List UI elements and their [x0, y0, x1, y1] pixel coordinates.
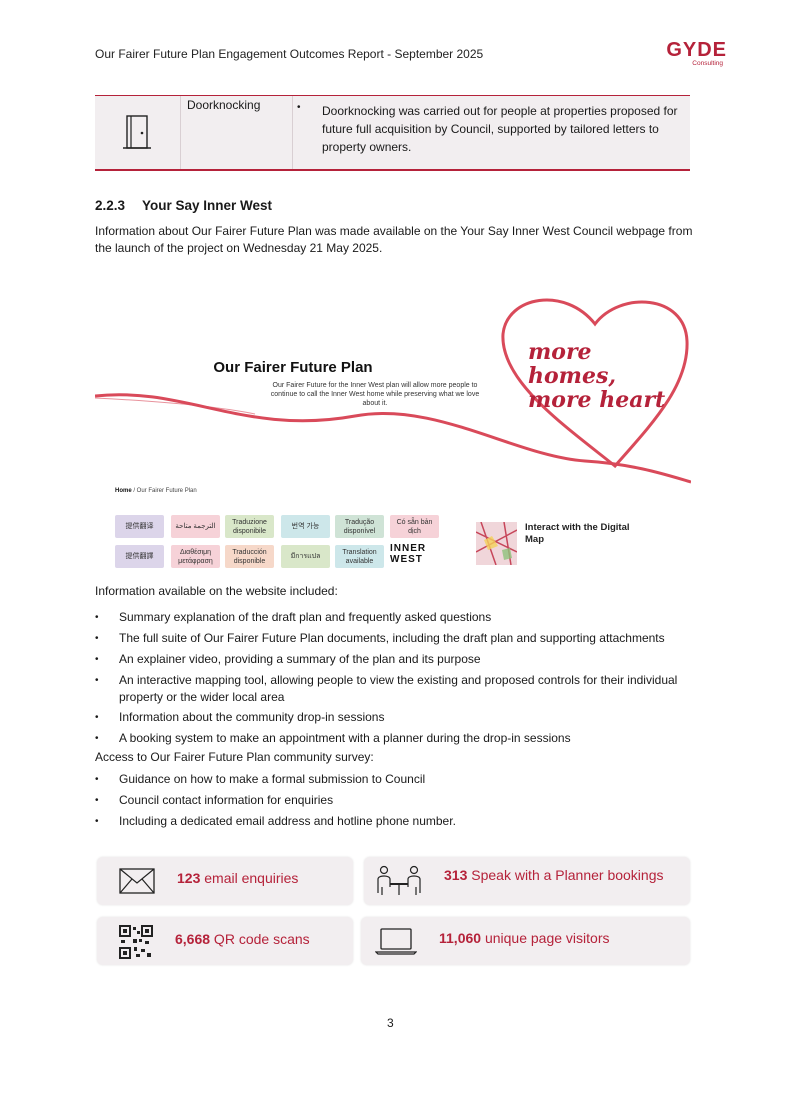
stat-page-visitors: 11,060 unique page visitors	[361, 917, 690, 965]
translation-tile[interactable]: มีการแปล	[281, 545, 330, 568]
website-title: Our Fairer Future Plan	[213, 359, 373, 376]
list-item-text: An interactive mapping tool, allowing pe…	[119, 673, 678, 704]
stat-text: email enquiries	[200, 870, 299, 886]
list-item-text: A booking system to make an appointment …	[119, 731, 571, 745]
doorknocking-name-cell: Doorknocking	[181, 96, 293, 169]
breadcrumb: Home / Our Fairer Future Plan	[115, 488, 197, 494]
translation-tile[interactable]: Διαθέσιμη μετάφραση	[171, 545, 220, 568]
digital-map-link[interactable]: Interact with the Digital Map	[525, 522, 630, 545]
report-title: Our Fairer Future Plan Engagement Outcom…	[95, 47, 484, 61]
bullet: •	[297, 102, 301, 113]
stat-qr-scans: 6,668 QR code scans	[97, 917, 353, 965]
inner-west-line-1: INNER	[390, 543, 427, 554]
website-subtitle: Our Fairer Future for the Inner West pla…	[270, 382, 480, 407]
list-item-text: Including a dedicated email address and …	[119, 814, 456, 828]
stat-value: 6,668	[175, 931, 211, 947]
stat-planner-bookings: 313 Speak with a Planner bookings	[364, 857, 690, 905]
doorknocking-label: Doorknocking	[187, 98, 261, 112]
stat-text: unique page visitors	[481, 930, 610, 946]
bullet: •	[95, 712, 99, 723]
slogan-line-1: more homes,	[528, 339, 616, 389]
stat-value: 11,060	[439, 930, 482, 946]
translation-tile[interactable]: Traducción disponible	[225, 545, 274, 568]
stat-label: 11,060 unique page visitors	[439, 930, 609, 946]
section-intro: Information about Our Fairer Future Plan…	[95, 224, 693, 255]
page-number: 3	[387, 1016, 394, 1030]
bullet: •	[95, 733, 99, 744]
stat-label: 313 Speak with a Planner bookings	[444, 867, 663, 883]
list-item-text: Information about the community drop-in …	[119, 710, 385, 724]
stat-text: QR code scans	[210, 931, 310, 947]
bullet: •	[95, 675, 99, 686]
inner-west-logo: INNER WEST	[390, 543, 440, 565]
translation-tile[interactable]: Có sẵn bản dịch	[390, 515, 439, 538]
breadcrumb-current: / Our Fairer Future Plan	[133, 488, 197, 494]
translation-tile[interactable]: 번역 가능	[281, 515, 330, 538]
stat-label: 6,668 QR code scans	[175, 931, 310, 947]
stat-value: 313	[444, 867, 468, 883]
breadcrumb-home[interactable]: Home	[115, 488, 132, 494]
bullet: •	[95, 612, 99, 623]
website-screenshot: Our Fairer Future Plan Our Fairer Future…	[95, 286, 691, 572]
info-lead: Information available on the website inc…	[95, 584, 338, 598]
section-number: 2.2.3	[95, 198, 126, 213]
doorknocking-table-row: Doorknocking • Doorknocking was carried …	[95, 95, 690, 171]
bullet: •	[95, 774, 99, 785]
laptop-icon	[375, 928, 417, 955]
red-thread-graphic	[95, 298, 691, 484]
survey-access-line: Access to Our Fairer Future Plan communi…	[95, 750, 374, 764]
bullet: •	[95, 816, 99, 827]
gyde-logo: GYDE Consulting	[637, 40, 727, 68]
heart-slogan: more homes, more heart	[528, 340, 668, 412]
translation-tile[interactable]: 提供翻译	[115, 515, 164, 538]
list-item-text: Council contact information for enquirie…	[119, 793, 334, 807]
inner-west-line-2: WEST	[390, 554, 423, 565]
bullet: •	[95, 795, 99, 806]
map-icon	[476, 522, 517, 565]
envelope-icon	[119, 868, 155, 894]
translation-tile[interactable]: 提供翻譯	[115, 545, 164, 568]
translation-tile[interactable]: Tradução disponível	[335, 515, 384, 538]
section-title: Your Say Inner West	[142, 198, 273, 213]
section-heading: 2.2.3 Your Say Inner West	[95, 198, 272, 213]
list-item-text: Summary explanation of the draft plan an…	[119, 610, 492, 624]
stat-email-enquiries: 123 email enquiries	[97, 857, 353, 905]
doorknocking-icon-cell	[95, 96, 181, 169]
door-icon	[123, 115, 151, 149]
list-item-text: Guidance on how to make a formal submiss…	[119, 772, 426, 786]
bullet: •	[95, 654, 99, 665]
list-item-text: The full suite of Our Fairer Future Plan…	[119, 631, 665, 645]
digital-map-thumbnail[interactable]	[476, 522, 517, 565]
logo-wordmark: GYDE	[666, 39, 727, 61]
logo-subtitle: Consulting	[692, 60, 723, 67]
stat-label: 123 email enquiries	[177, 870, 298, 886]
translation-tile[interactable]: Traduzione disponibile	[225, 515, 274, 538]
doorknocking-description: Doorknocking was carried out for people …	[322, 104, 678, 154]
bullet: •	[95, 633, 99, 644]
slogan-line-2: more heart	[528, 387, 666, 413]
meeting-icon	[377, 865, 421, 895]
translation-tile[interactable]: Translation available	[335, 545, 384, 568]
list-item-text: An explainer video, providing a summary …	[119, 652, 481, 666]
qr-code-icon	[119, 925, 153, 959]
translation-tile[interactable]: الترجمة متاحة	[171, 515, 220, 538]
stat-value: 123	[177, 870, 201, 886]
stat-text: Speak with a Planner bookings	[467, 867, 664, 883]
